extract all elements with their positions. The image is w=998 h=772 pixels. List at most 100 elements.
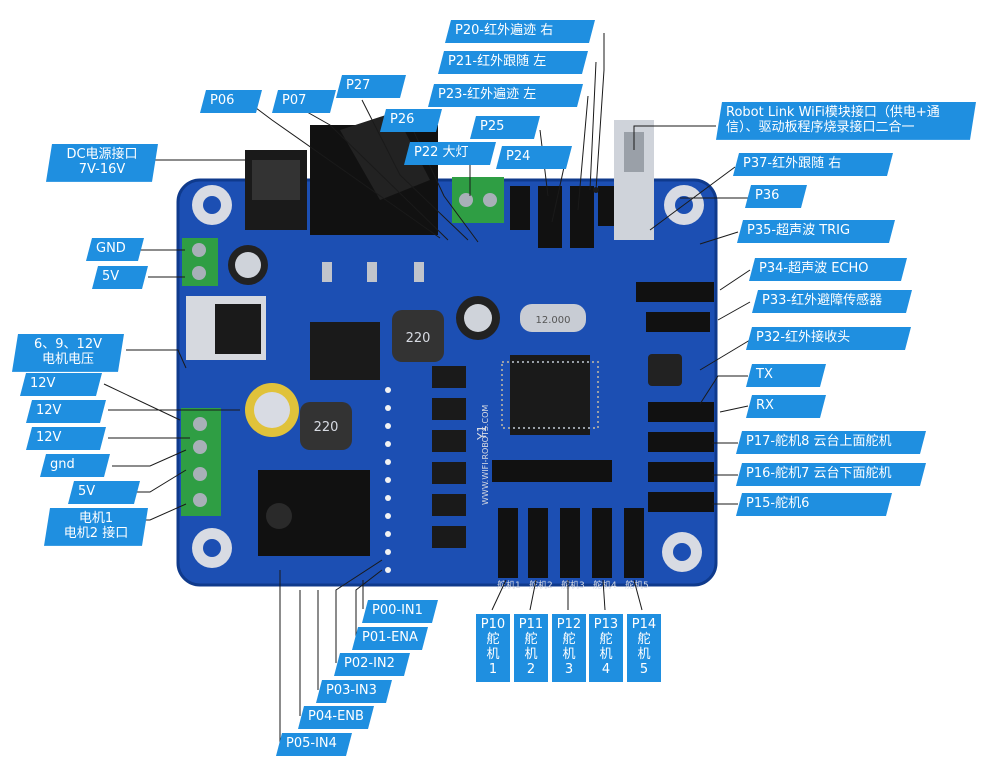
label-12v-a: 12V (20, 373, 102, 396)
label-motor-port-text: 电机1 电机2 接口 (63, 511, 129, 541)
servo-silk-5: 舵机5 (625, 579, 649, 591)
mounting-hole-br (662, 532, 702, 572)
label-gnd-low: gnd (40, 454, 110, 477)
servo-3-c1: 舵 (562, 631, 576, 647)
silk-y1: Y1 (475, 425, 489, 441)
mounting-hole-bl (192, 528, 232, 568)
label-servo-5: P14 舵 机 5 (627, 614, 661, 682)
crystal-text: 12.000 (536, 315, 571, 326)
servo-3-c2: 机 (562, 646, 576, 662)
mounting-hole-tl (192, 185, 232, 225)
silk-www: WWW.WIFI-ROBOTS.COM (481, 405, 490, 505)
capacitor-2 (456, 296, 500, 340)
right-headers (636, 282, 714, 512)
label-servo-1: P10 舵 机 1 (476, 614, 510, 682)
label-p25: P25 (470, 116, 540, 139)
label-12v-c: 12V (26, 427, 106, 450)
servo-4-num: 4 (601, 661, 611, 677)
label-5v-low: 5V (68, 481, 140, 504)
inductor-1: 220 (392, 310, 444, 362)
label-p15: P15-舵机6 (736, 493, 892, 516)
servo-3-num: 3 (564, 661, 574, 677)
capacitor-1 (228, 245, 268, 285)
terminal-motor (181, 408, 221, 516)
servo-1-port: P10 (480, 617, 506, 632)
servo-2-c1: 舵 (524, 631, 538, 647)
servo-4-port: P13 (593, 617, 619, 632)
label-p06: P06 (200, 90, 262, 113)
label-5v-top: 5V (92, 266, 148, 289)
pin-header-p0 (385, 387, 391, 573)
servo-2-num: 2 (526, 661, 536, 677)
leader-line-group (103, 33, 751, 743)
label-p04: P04-ENB (298, 706, 374, 729)
center-header (492, 460, 612, 482)
servo-silk-4: 舵机4 (593, 579, 617, 591)
regulator-ic (310, 322, 380, 380)
servo-silk-3: 舵机3 (561, 579, 585, 591)
servo-3-port: P12 (556, 617, 582, 632)
label-wifi-text: Robot Link WiFi模块接口（供电+通信）、驱动板程序烧录接口二合一 (726, 105, 940, 135)
label-p35: P35-超声波 TRIG (737, 220, 895, 243)
label-p34: P34-超声波 ECHO (749, 258, 907, 281)
inductor-2-text: 220 (314, 420, 339, 435)
label-p03: P03-IN3 (316, 680, 392, 703)
header-p21 (570, 186, 594, 248)
label-servo-3: P12 舵 机 3 (552, 614, 586, 682)
servo-4-c1: 舵 (599, 631, 613, 647)
label-servo-2: P11 舵 机 2 (514, 614, 548, 682)
header-p20 (598, 186, 616, 226)
servo-2-c2: 机 (524, 646, 538, 662)
label-p36: P36 (745, 185, 807, 208)
label-p05: P05-IN4 (276, 733, 352, 756)
inductor-1-text: 220 (406, 331, 431, 346)
mosfet-array (432, 366, 466, 548)
servo-2-port: P11 (518, 617, 544, 632)
label-p17: P17-舵机8 云台上面舵机 (736, 431, 926, 454)
label-p32: P32-红外接收头 (746, 327, 911, 350)
label-p24: P24 (496, 146, 572, 169)
servo-silk-row: 舵机1 舵机2 舵机3 舵机4 舵机5 (497, 579, 649, 591)
servo-5-c1: 舵 (637, 631, 651, 647)
label-wifi-port: Robot Link WiFi模块接口（供电+通信）、驱动板程序烧录接口二合一 (716, 102, 976, 140)
label-p22: P22 大灯 (404, 142, 496, 165)
label-p37: P37-红外跟随 右 (733, 153, 893, 176)
terminal-power-top (182, 238, 218, 286)
servo-headers (498, 508, 644, 578)
label-p27: P27 (336, 75, 406, 98)
inductor-2: 220 (300, 402, 352, 450)
label-p26: P26 (380, 109, 442, 132)
label-p23: P23-红外遍迹 左 (428, 84, 583, 107)
servo-1-num: 1 (488, 661, 498, 677)
label-motor-voltage-text: 6、9、12V 电机电压 (34, 337, 102, 367)
label-12v-b: 12V (26, 400, 106, 423)
label-gnd-top: GND (86, 238, 144, 261)
label-p02: P02-IN2 (334, 653, 410, 676)
ir-receiver (648, 354, 682, 386)
label-motor-port: 电机1 电机2 接口 (44, 508, 148, 546)
servo-silk-2: 舵机2 (529, 579, 553, 591)
header-p25 (510, 186, 530, 230)
label-p01: P01-ENA (352, 627, 428, 650)
label-rx: RX (746, 395, 826, 418)
label-p33: P33-红外避障传感器 (752, 290, 912, 313)
servo-1-c2: 机 (486, 646, 500, 662)
servo-5-port: P14 (631, 617, 657, 632)
servo-4-c2: 机 (599, 646, 613, 662)
servo-5-num: 5 (639, 661, 649, 677)
crystal: 12.000 (520, 304, 586, 332)
servo-5-c2: 机 (637, 646, 651, 662)
capacitor-3 (245, 383, 299, 437)
label-dc-jack: DC电源接口 7V-16V (46, 144, 158, 182)
mcu-chip (510, 355, 590, 435)
label-motor-voltage: 6、9、12V 电机电压 (12, 334, 124, 372)
terminal-headlight (452, 177, 504, 223)
servo-silk-1: 舵机1 (497, 579, 521, 591)
servo-1-c1: 舵 (486, 631, 500, 647)
label-p00: P00-IN1 (362, 600, 438, 623)
label-dc-text: DC电源接口 7V-16V (66, 147, 138, 177)
label-p21: P21-红外跟随 左 (438, 51, 588, 74)
label-p16: P16-舵机7 云台下面舵机 (736, 463, 926, 486)
label-p07: P07 (272, 90, 336, 113)
